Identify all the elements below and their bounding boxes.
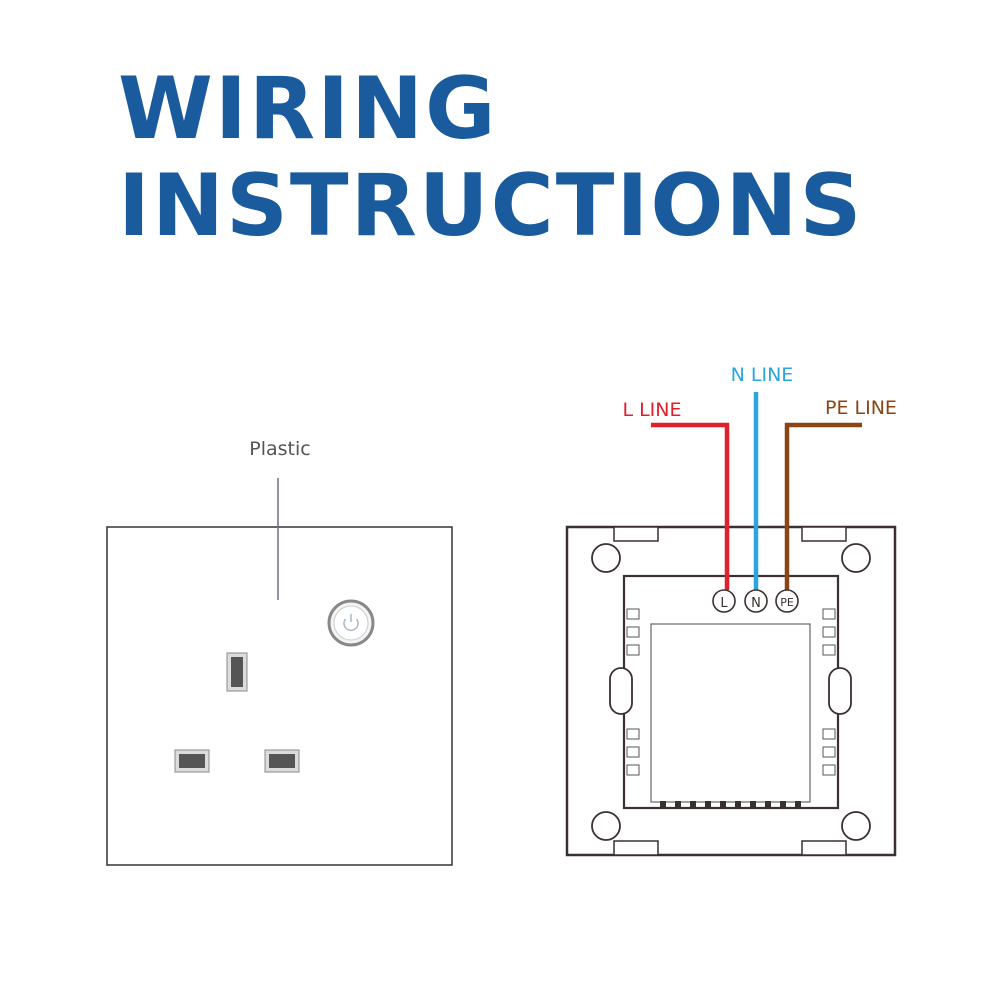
power-button[interactable] [327,599,375,647]
back-panel [565,525,897,857]
terminal-pe-label: PE [780,596,794,609]
relay-module [650,623,811,803]
screw-hole [841,811,871,841]
n-line-label: N LINE [731,364,794,386]
l-line-label: L LINE [622,399,681,421]
frame-tab [801,840,847,856]
l-line-wire [651,422,730,590]
pe-line-label: PE LINE [825,397,897,419]
terminal-n-label: N [751,596,761,611]
screw-hole [591,811,621,841]
screw-hole [841,543,871,573]
terminal-l: L [712,589,736,613]
power-icon [343,614,359,632]
terminal-pe: PE [775,589,799,613]
socket-faceplate [106,526,453,866]
title-line-2: INSTRUCTIONS [118,156,864,256]
frame-tab [613,840,659,856]
module-bottom-teeth [660,801,801,807]
screw-hole [591,543,621,573]
terminal-l-label: L [720,596,728,611]
socket-front: Plastic [106,438,453,866]
side-clip [609,667,633,715]
plastic-label: Plastic [249,438,310,460]
side-clip [828,667,852,715]
terminal-n: N [744,589,768,613]
title-line-1: WIRING [118,59,498,159]
frame-tab [801,526,847,542]
wires [651,392,862,590]
frame-tab [613,526,659,542]
pe-line-wire [784,422,862,590]
